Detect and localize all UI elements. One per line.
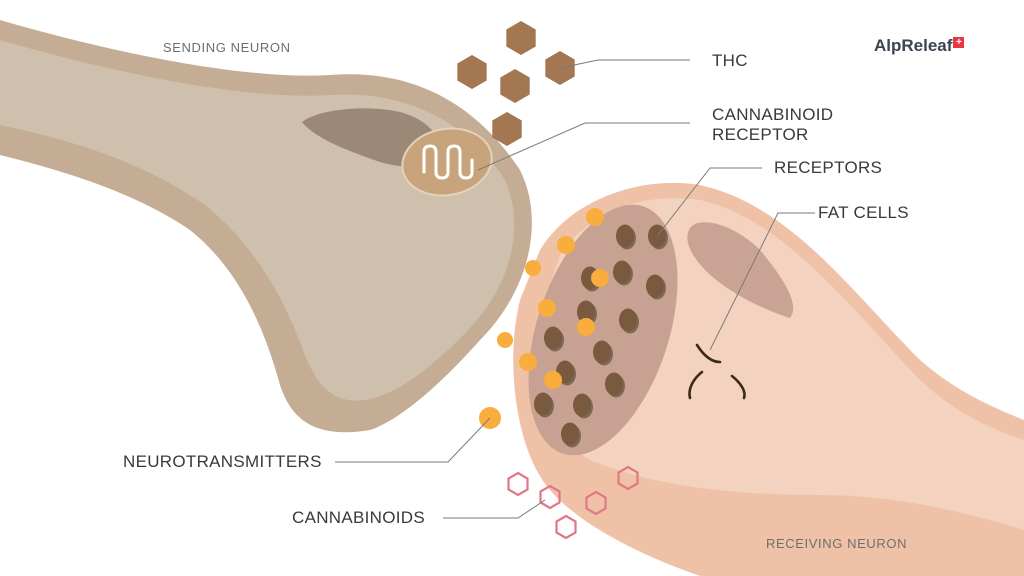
receptor-dot [646, 274, 664, 298]
cannabinoid-hexagon [539, 484, 561, 510]
leader-line-receptors [657, 167, 762, 236]
neurotransmitter-dot [544, 371, 562, 389]
neurotransmitter-dot [586, 208, 604, 226]
fat-cell-mark [688, 370, 704, 400]
label-thc: THC [712, 51, 748, 70]
receptor-dot [534, 392, 552, 416]
label-cannabinoid-receptor-line1: CANNABINOID [712, 105, 834, 124]
receptor-dot [544, 326, 562, 350]
receptor-dot [577, 300, 595, 324]
swiss-cross-icon: + [953, 37, 965, 48]
cannabinoid-hexagon [507, 471, 529, 497]
label-receiving-neuron: RECEIVING NEURON [766, 536, 908, 551]
cannabinoid-hexagon [585, 490, 607, 516]
thc-hexagon [492, 112, 522, 146]
label-cannabinoid-receptor: CANNABINOID RECEPTOR [712, 105, 833, 145]
sending-neuron [0, 20, 532, 433]
neurotransmitter-dot [497, 332, 513, 348]
leader-line-cannabinoid-receptor [477, 122, 690, 171]
label-cannabinoids: CANNABINOIDS [292, 508, 426, 527]
cannabinoid-hexagon [555, 514, 577, 540]
receptor-dot [561, 422, 579, 446]
receiving-neuron [513, 182, 1024, 576]
receptor-squiggle-icon [422, 144, 474, 180]
receptor-dot [613, 260, 631, 284]
thc-hexagon [457, 55, 487, 89]
neurotransmitter-dot [557, 236, 575, 254]
cannabinoid-hexagon [617, 465, 639, 491]
fat-cell-mark [730, 374, 746, 400]
brand-name: AlpReleaf [874, 36, 953, 55]
label-cannabinoid-receptor-line2: RECEPTOR [712, 125, 809, 144]
leader-line-neurotransmitters [335, 417, 491, 463]
cannabinoid-molecules [507, 465, 639, 540]
neurotransmitter-dot [591, 269, 609, 287]
receptor-dot [593, 340, 611, 364]
thc-hexagon [500, 69, 530, 103]
neurotransmitter-dot [525, 260, 541, 276]
leader-lines [335, 59, 815, 519]
receptor-dot [573, 393, 591, 417]
leader-line-thc [559, 59, 690, 69]
fat-cell-mark [695, 343, 722, 364]
brand-logo: AlpReleaf+ [874, 36, 965, 56]
receptor-zone [528, 204, 678, 456]
receptor-dot [605, 372, 623, 396]
receiving-neuron-nucleus [687, 222, 794, 318]
receptor-dot [619, 308, 637, 332]
label-fat-cells: FAT CELLS [818, 203, 909, 222]
leader-line-fat-cells [709, 212, 815, 351]
label-sending-neuron: SENDING NEURON [163, 40, 291, 55]
label-neurotransmitters: NEUROTRANSMITTERS [123, 452, 322, 471]
receptor-dot [616, 224, 634, 248]
leader-line-cannabinoids [443, 499, 546, 519]
thc-hexagon [506, 21, 536, 55]
fat-cells [688, 343, 746, 400]
neurotransmitter-dot [519, 353, 537, 371]
neurotransmitter-dot [577, 318, 595, 336]
neurotransmitter-dot [538, 299, 556, 317]
label-receptors: RECEPTORS [774, 158, 883, 177]
